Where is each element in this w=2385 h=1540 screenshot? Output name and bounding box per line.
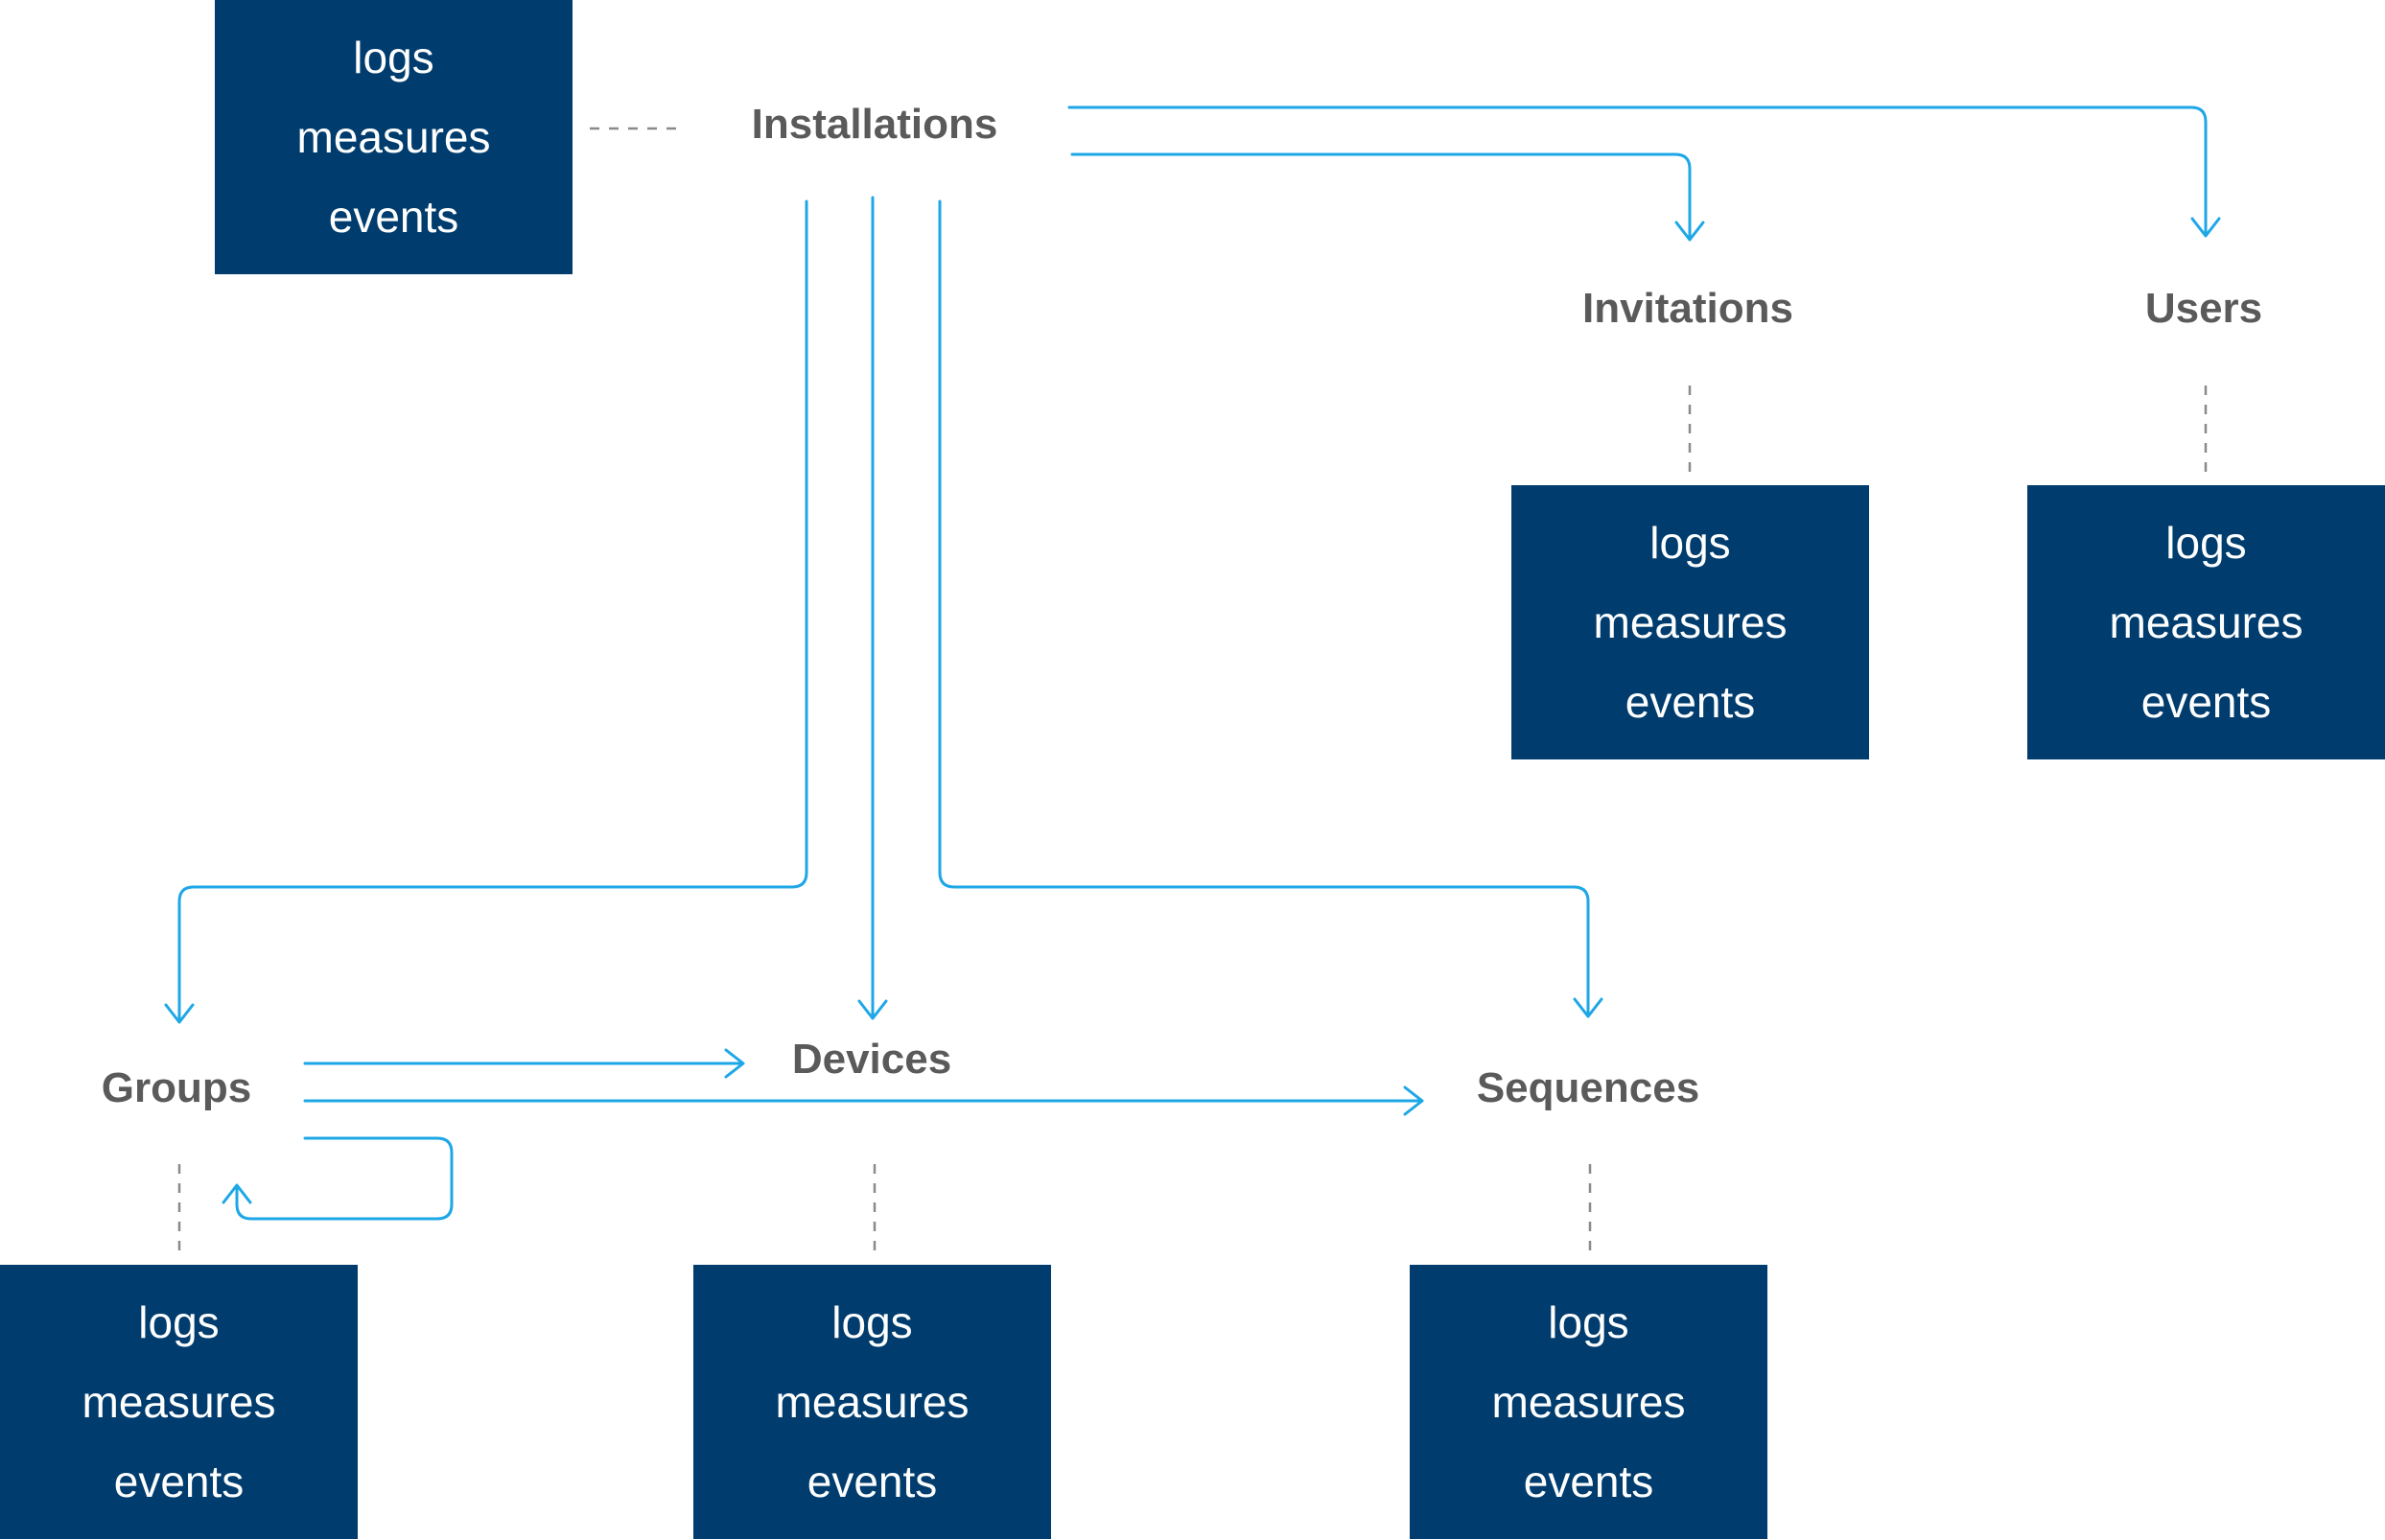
store-item-measures: measures [775,1377,970,1427]
store-item-events: events [328,192,459,242]
store-item-events: events [1625,677,1756,727]
store-item-logs: logs [353,33,434,82]
store-users: logs measures events [2027,485,2385,759]
store-item-logs: logs [2165,518,2247,568]
arrow-installations-groups [164,199,808,1024]
store-item-measures: measures [296,112,491,162]
store-item-measures: measures [1491,1377,1686,1427]
store-groups: logs measures events [0,1265,358,1539]
store-item-events: events [807,1457,938,1506]
store-item-measures: measures [2109,597,2303,647]
arrow-installations-invitations [1070,152,1705,242]
arrow-groups-sequences [303,1085,1424,1116]
entity-installations: Installations [751,101,998,148]
arrow-groups-self [222,1136,454,1221]
store-installations: logs measures events [215,0,573,274]
store-item-logs: logs [1548,1297,1629,1347]
store-invitations: logs measures events [1511,485,1869,759]
entity-groups: Groups [101,1064,252,1111]
store-sequences: logs measures events [1410,1265,1767,1539]
store-item-logs: logs [831,1297,913,1347]
entity-invitations: Invitations [1581,285,1794,332]
arrow-installations-sequences [938,199,1603,1018]
store-item-events: events [2140,677,2272,727]
entity-users: Users [2144,285,2263,332]
store-item-measures: measures [1593,597,1788,647]
arrow-groups-devices [303,1048,745,1079]
arrow-installations-users [1067,105,2221,238]
store-devices: logs measures events [693,1265,1051,1539]
store-item-events: events [1523,1457,1654,1506]
store-item-logs: logs [1649,518,1731,568]
entity-devices: Devices [791,1036,952,1083]
store-item-logs: logs [138,1297,220,1347]
entity-sequences: Sequences [1476,1064,1700,1111]
arrow-installations-devices [857,196,888,1020]
store-item-events: events [113,1457,245,1506]
store-item-measures: measures [82,1377,276,1427]
